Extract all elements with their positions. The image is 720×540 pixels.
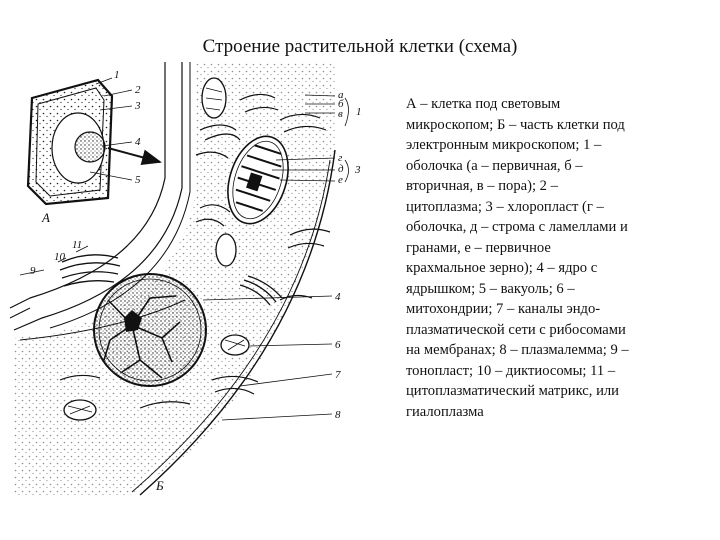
legend-line: цитоплазма; 3 – хлоропласт (г – xyxy=(406,198,604,215)
mitochondrion-4 xyxy=(215,233,237,267)
label-e: е xyxy=(338,174,343,186)
nucleolus xyxy=(124,310,142,332)
zoom-arrow xyxy=(107,147,162,166)
label-4-a: 4 xyxy=(135,136,141,148)
label-8: 8 xyxy=(335,409,341,421)
mitochondrion-1 xyxy=(201,77,227,119)
label-11: 11 xyxy=(72,239,82,251)
legend-line: крахмальное зерно); 4 – ядро с xyxy=(406,260,598,276)
er-channels xyxy=(59,93,331,409)
label-g: г xyxy=(338,152,343,164)
label-3-a: 3 xyxy=(134,100,141,112)
nucleus-a xyxy=(74,131,106,163)
legend-line: гранами, е – первичное xyxy=(406,239,551,256)
label-1-a: 1 xyxy=(114,69,120,81)
legend-line: митохондрии; 7 – каналы эндо- xyxy=(406,301,601,317)
legend-line: оболочка (а – первичная, б – xyxy=(406,157,583,174)
mitochondrion-2 xyxy=(220,334,250,356)
label-2-a: 2 xyxy=(135,84,141,96)
legend-text: А – клетка под световым микроскопом; Б – … xyxy=(406,94,692,422)
slide-title: Строение растительной клетки (схема) xyxy=(202,36,518,57)
label-7: 7 xyxy=(335,369,341,381)
legend-line: цитоплазматический матрикс, или xyxy=(406,383,619,399)
panel-a-cell xyxy=(26,77,162,206)
label-v: в xyxy=(338,108,343,120)
legend-line: ядрышком; 5 – вакуоль; 6 – xyxy=(406,280,575,297)
legend-line: тонопласт; 10 – диктиосомы; 11 – xyxy=(406,362,616,379)
legend-line: плазматической сети с рибосомами xyxy=(406,321,626,338)
dictyosomes xyxy=(59,254,283,306)
label-a: а xyxy=(338,89,344,101)
label-5-a: 5 xyxy=(135,174,141,186)
legend-line: вторичная, в – пора); 2 – xyxy=(406,178,558,194)
legend-line: микроскопом; Б – часть клетки под xyxy=(406,116,625,133)
label-b: б xyxy=(338,98,344,110)
label-1-b: 1 xyxy=(356,106,362,118)
panel-b-cell xyxy=(9,62,336,496)
legend-line: А – клетка под световым xyxy=(406,96,561,112)
label-10: 10 xyxy=(54,251,66,263)
chromatin xyxy=(103,295,181,379)
nucleus-b xyxy=(93,273,207,387)
legend-line: электронным микроскопом; 1 – xyxy=(406,137,602,153)
panel-a-label: А xyxy=(41,210,50,225)
label-4-b: 4 xyxy=(335,291,341,303)
legend-line: на мембранах; 8 – плазмалемма; 9 – xyxy=(406,342,629,358)
panel-b-label: Б xyxy=(155,478,164,493)
legend-line: оболочка, д – строма с ламеллами и xyxy=(406,219,628,235)
legend-line: гиалоплазма xyxy=(406,403,484,420)
label-d: д xyxy=(338,163,344,175)
label-6: 6 xyxy=(335,339,341,351)
cell-diagram: 1 2 3 4 5 А xyxy=(9,62,362,496)
label-9: 9 xyxy=(30,265,36,277)
label-3-b: 3 xyxy=(354,164,361,176)
